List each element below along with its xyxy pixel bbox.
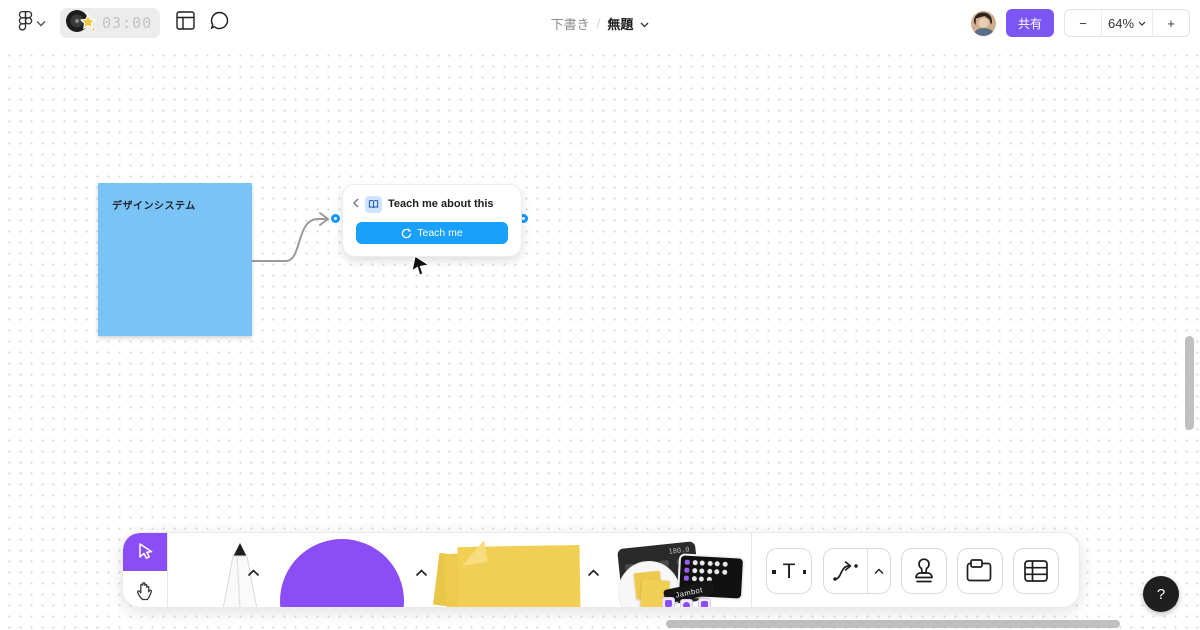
select-cursor-icon (139, 543, 153, 559)
zoom-chevron-down-icon (1138, 21, 1146, 26)
table-icon (1024, 560, 1048, 582)
stamp-icon (915, 558, 933, 583)
teach-me-button[interactable]: Teach me (356, 222, 508, 244)
title-chevron-down-icon[interactable] (640, 16, 649, 31)
connector-icon (824, 549, 867, 593)
zoom-out-button[interactable]: − (1079, 15, 1087, 31)
file-title[interactable]: 無題 (607, 16, 634, 32)
section-tool[interactable] (957, 548, 1003, 594)
table-tool[interactable] (1013, 548, 1059, 594)
widgets-stickers-tool[interactable]: 180.0 Jambot (617, 533, 753, 607)
text-handle-dot (772, 570, 776, 574)
select-tool[interactable] (123, 533, 167, 571)
sticky-stack-fold (458, 540, 488, 566)
vertical-scrollbar[interactable] (1185, 336, 1194, 430)
widget-tile (698, 598, 711, 607)
toolbar-divider (751, 533, 752, 607)
widget-title: Teach me about this (388, 198, 494, 210)
shape-tool[interactable] (280, 539, 404, 607)
text-tool[interactable]: T (766, 548, 812, 594)
main-menu-button[interactable] (10, 0, 40, 46)
teach-me-button-label: Teach me (417, 227, 463, 239)
comments-button[interactable] (202, 0, 236, 46)
bottom-toolbar: 180.0 Jambot T (122, 532, 1080, 608)
help-button[interactable]: ? (1143, 576, 1179, 612)
user-avatar[interactable] (971, 10, 996, 36)
hand-tool[interactable] (123, 571, 167, 607)
layout-template-icon (175, 11, 195, 35)
widget-tile (662, 597, 675, 607)
zoom-in-button[interactable]: + (1167, 15, 1175, 31)
sticky-expand-chevron-icon[interactable] (587, 564, 600, 582)
hand-icon (137, 582, 153, 601)
figma-logo-icon (18, 10, 33, 37)
templates-button[interactable] (168, 0, 202, 46)
marker-tool[interactable] (185, 543, 295, 607)
marker-expand-chevron-icon[interactable] (247, 564, 260, 582)
zoom-level-value: 64% (1107, 15, 1135, 31)
horizontal-scrollbar[interactable] (666, 620, 1120, 628)
chat-bubble-icon (209, 10, 230, 36)
zoom-controls: − 64% + (1064, 9, 1190, 37)
shape-expand-chevron-icon[interactable] (415, 564, 428, 582)
connector-tool[interactable] (823, 548, 891, 594)
music-disc-star-icon (64, 7, 100, 40)
sticky-note[interactable]: デザインシステム (98, 183, 252, 336)
breadcrumb-folder[interactable]: 下書き (550, 16, 590, 32)
breadcrumb-separator: / (596, 15, 601, 31)
toolbar-divider (167, 533, 168, 607)
refresh-icon (401, 228, 412, 238)
zoom-level-dropdown[interactable]: 64% (1101, 10, 1153, 36)
open-book-icon (365, 195, 382, 213)
connector-expand-chevron-icon[interactable] (867, 549, 890, 593)
widget-back-chevron-icon[interactable] (353, 195, 359, 213)
text-tool-glyph: T (782, 559, 796, 583)
section-icon (966, 559, 992, 582)
connection-point-left[interactable] (331, 214, 340, 223)
top-toolbar: 03:00 下書き / 無題 (0, 0, 1200, 46)
text-handle-dot (802, 570, 806, 574)
sticky-note-text: デザインシステム (112, 201, 196, 212)
help-label: ? (1156, 585, 1166, 603)
breadcrumb: 下書き / 無題 (0, 0, 1200, 46)
music-timer-widget[interactable]: 03:00 (60, 8, 160, 38)
teach-me-widget[interactable]: Teach me about this Teach me (342, 184, 522, 257)
menu-chevron-down-icon[interactable] (36, 14, 46, 32)
timer-display: 03:00 (102, 14, 153, 32)
share-button[interactable]: 共有 (1006, 9, 1054, 37)
widget-tile (680, 599, 693, 607)
stamp-tool[interactable] (901, 548, 947, 594)
